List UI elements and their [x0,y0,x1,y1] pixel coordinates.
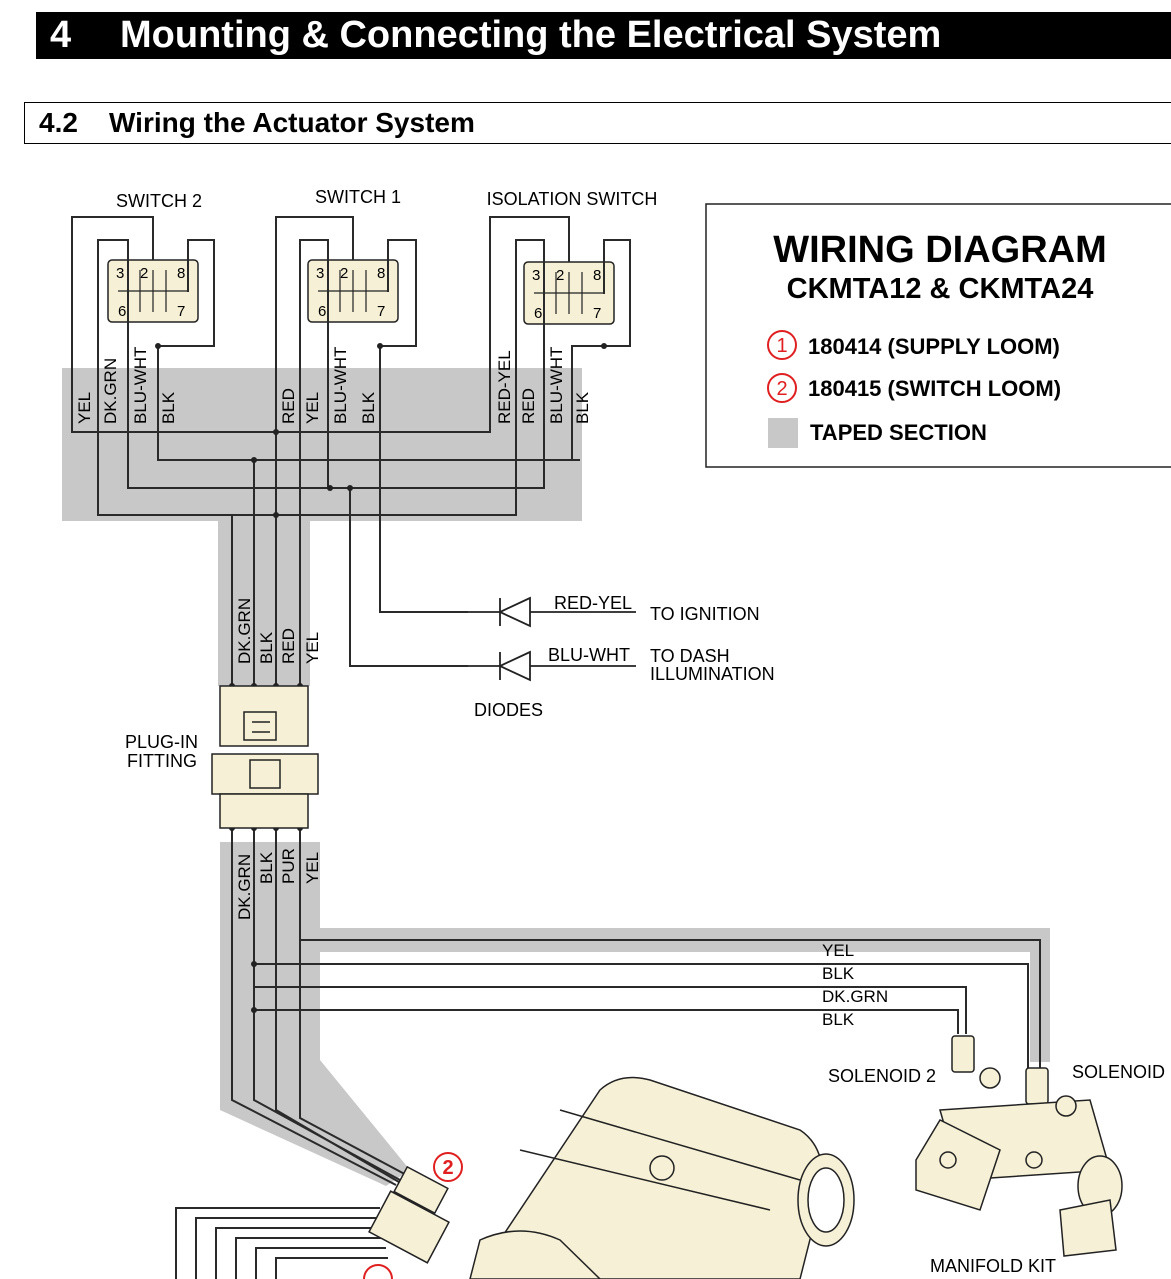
upper-wire-yel: YEL [303,632,322,664]
switch-wire-labels: YEL DK.GRN BLU-WHT BLK RED YEL BLU-WHT B… [75,347,592,424]
legend-title: WIRING DIAGRAM [773,229,1107,271]
run-wire-labels: YEL BLK DK.GRN BLK [822,941,888,1029]
s1-wire-red: RED [279,388,298,424]
s2-wire-yel: YEL [75,392,94,424]
iso-pin-7: 7 [593,305,601,322]
s1-pin-2: 2 [340,265,348,282]
lower-wire-dkgrn: DK.GRN [235,854,254,920]
chapter-number: 4 [50,14,72,56]
s2-pin-8: 8 [177,265,185,282]
lower-wire-yel: YEL [303,852,322,884]
switch-contacts [118,270,604,314]
s1-pin-7: 7 [377,303,385,320]
loom-marker-icon [433,1152,463,1182]
diodes [468,596,636,682]
chapter-title: Mounting & Connecting the Electrical Sys… [120,14,942,56]
iso-wire-red: RED [519,388,538,424]
legend-item-taped: TAPED SECTION [810,420,987,445]
manifold-kit [915,1035,1123,1257]
diode-wire-bluwht: BLU-WHT [548,645,630,665]
taped-sections [62,368,1050,1186]
s1-pin-8: 8 [377,265,385,282]
plug-label-line2: FITTING [127,751,197,771]
s1-wire-blk: BLK [359,391,378,424]
isolation-switch-label: ISOLATION SWITCH [487,189,658,209]
switch-loom-connector [368,1165,450,1264]
switch-pin-numbers: 3 2 8 6 7 3 2 8 6 7 3 2 8 6 7 [116,265,601,322]
to-ignition-label: TO IGNITION [650,604,760,624]
run-wire-blk-2: BLK [822,1010,855,1029]
s2-wire-bluwht: BLU-WHT [131,347,150,424]
legend-marker-2: 2 [776,378,787,400]
diodes-label: DIODES [474,700,543,720]
legend-item-switch: 180415 (SWITCH LOOM) [808,376,1061,401]
lower-wire-blk: BLK [257,851,276,884]
iso-pin-2: 2 [556,267,564,284]
plug-in-fitting [211,685,319,829]
s2-pin-7: 7 [177,303,185,320]
lower-bundle-labels: DK.GRN BLK PUR YEL [235,848,322,920]
legend-item-supply: 180414 (SUPPLY LOOM) [808,334,1060,359]
legend-marker-1: 1 [776,335,787,357]
lower-wire-pur: PUR [279,848,298,884]
diode-wire-redyel: RED-YEL [554,593,632,613]
s2-pin-2: 2 [140,265,148,282]
s1-wire-bluwht: BLU-WHT [331,347,350,424]
s1-pin-3: 3 [316,265,324,282]
loom-marker: 2 [442,1157,453,1179]
plug-label-line1: PLUG-IN [125,732,198,752]
s1-pin-6: 6 [318,303,326,320]
iso-wire-bluwht: BLU-WHT [547,347,566,424]
section-number: 4.2 [39,107,78,138]
upper-wire-dkgrn: DK.GRN [235,598,254,664]
legend-subtitle: CKMTA12 & CKMTA24 [787,273,1094,305]
illumination-label: ILLUMINATION [650,664,775,684]
iso-wire-redyel: RED-YEL [495,350,514,424]
legend-marker-1-icon [767,330,797,360]
iso-pin-6: 6 [534,305,542,322]
s2-wire-blk: BLK [159,391,178,424]
legend-marker-2-icon [767,373,797,403]
partial-marker-icon [363,1264,393,1279]
upper-wire-red: RED [279,628,298,664]
compressor [469,1076,855,1279]
taped-swatch-icon [768,418,798,448]
upper-bundle-labels: DK.GRN BLK RED YEL [235,598,322,664]
s1-wire-yel: YEL [303,392,322,424]
solenoid2-label: SOLENOID 2 [828,1066,936,1086]
run-wire-dkgrn: DK.GRN [822,987,888,1006]
to-dash-label: TO DASH [650,646,730,666]
run-wire-blk: BLK [822,964,855,983]
solenoid-label: SOLENOID [1072,1062,1165,1082]
iso-pin-3: 3 [532,267,540,284]
section-header: 4.2 Wiring the Actuator System [24,102,1171,144]
upper-wire-blk: BLK [257,631,276,664]
iso-pin-8: 8 [593,267,601,284]
s2-wire-dkgrn: DK.GRN [101,358,120,424]
chapter-header: 4 Mounting & Connecting the Electrical S… [36,12,1171,59]
run-wire-yel: YEL [822,941,854,960]
s2-pin-3: 3 [116,265,124,282]
s2-pin-6: 6 [118,303,126,320]
section-title: Wiring the Actuator System [109,107,475,138]
iso-wire-blk: BLK [573,391,592,424]
switch2-label: SWITCH 2 [116,191,202,211]
switch1-label: SWITCH 1 [315,187,401,207]
manifold-label: MANIFOLD KIT [930,1256,1056,1276]
